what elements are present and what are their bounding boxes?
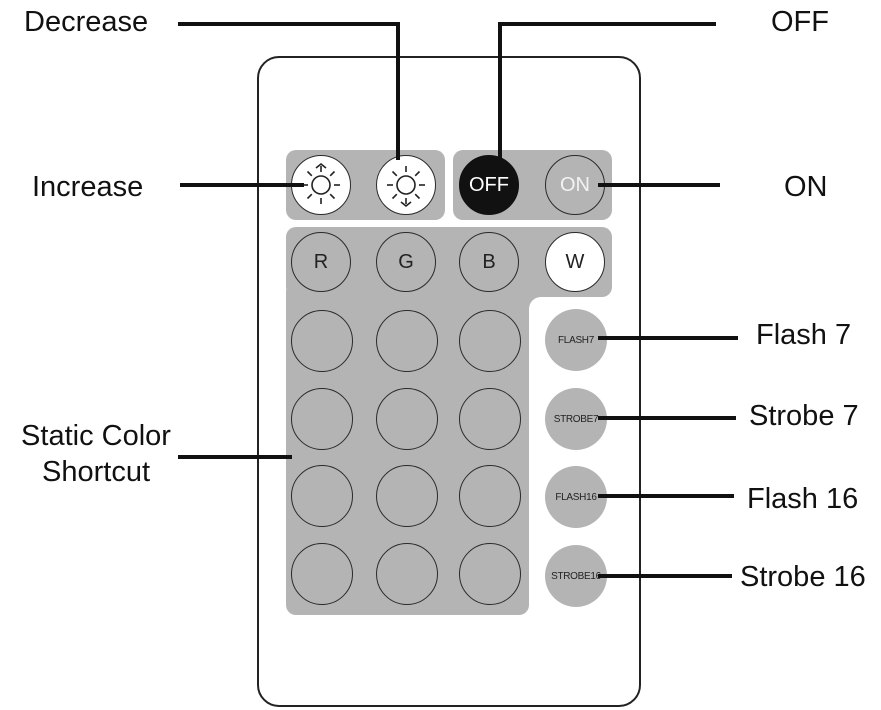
off-label: OFF — [771, 6, 829, 38]
flash16-button[interactable]: FLASH16 — [545, 466, 607, 528]
color-button[interactable] — [376, 465, 438, 527]
color-button[interactable] — [291, 388, 353, 450]
flash16-button-label: FLASH16 — [555, 491, 597, 503]
static-color-label-line1: Static Color — [21, 420, 171, 452]
color-button[interactable] — [376, 543, 438, 605]
off-button[interactable]: OFF — [459, 155, 519, 215]
brightness-up-icon — [302, 162, 340, 204]
flash16-leader — [598, 494, 734, 498]
increase-leader — [180, 183, 304, 187]
color-button[interactable] — [291, 465, 353, 527]
white-button-label: W — [565, 250, 585, 273]
blue-button-label: B — [482, 250, 496, 273]
decrease-button[interactable] — [376, 155, 436, 215]
color-button[interactable] — [459, 310, 521, 372]
strobe16-button-label: STROBE16 — [551, 570, 601, 582]
off-leader-vertical — [498, 22, 502, 160]
static-color-label: Static Color Shortcut — [6, 418, 186, 490]
green-button-label: G — [398, 250, 414, 273]
color-button[interactable] — [376, 310, 438, 372]
color-button[interactable] — [459, 465, 521, 527]
increase-label: Increase — [32, 171, 144, 203]
flash7-label: Flash 7 — [756, 319, 852, 351]
decrease-leader — [178, 22, 400, 26]
strobe7-leader — [598, 416, 736, 420]
strobe16-button[interactable]: STROBE16 — [545, 545, 607, 607]
decrease-leader-vertical — [396, 22, 400, 160]
flash7-button-label: FLASH7 — [558, 334, 594, 346]
flash16-label: Flash 16 — [747, 483, 859, 515]
static-color-leader — [178, 455, 292, 459]
strobe16-leader — [598, 574, 732, 578]
strobe16-label: Strobe 16 — [740, 561, 866, 593]
color-button[interactable] — [459, 388, 521, 450]
off-leader — [498, 22, 716, 26]
static-color-label-line2: Shortcut — [42, 456, 150, 488]
decrease-label: Decrease — [24, 6, 149, 38]
strobe7-button-label: STROBE7 — [553, 413, 599, 425]
on-label: ON — [784, 171, 828, 203]
white-button[interactable]: W — [545, 232, 605, 292]
color-button[interactable] — [291, 310, 353, 372]
strobe7-button[interactable]: STROBE7 — [545, 388, 607, 450]
color-button[interactable] — [376, 388, 438, 450]
off-button-label: OFF — [469, 173, 509, 196]
color-button[interactable] — [291, 543, 353, 605]
color-button[interactable] — [459, 543, 521, 605]
green-button[interactable]: G — [376, 232, 436, 292]
on-button[interactable]: ON — [545, 155, 605, 215]
flash7-leader — [598, 336, 738, 340]
blue-button[interactable]: B — [459, 232, 519, 292]
strobe7-label: Strobe 7 — [749, 400, 859, 432]
red-button[interactable]: R — [291, 232, 351, 292]
flash7-button[interactable]: FLASH7 — [545, 309, 607, 371]
brightness-down-icon — [387, 166, 425, 208]
on-leader — [598, 183, 720, 187]
red-button-label: R — [313, 250, 329, 273]
on-button-label: ON — [560, 173, 590, 196]
